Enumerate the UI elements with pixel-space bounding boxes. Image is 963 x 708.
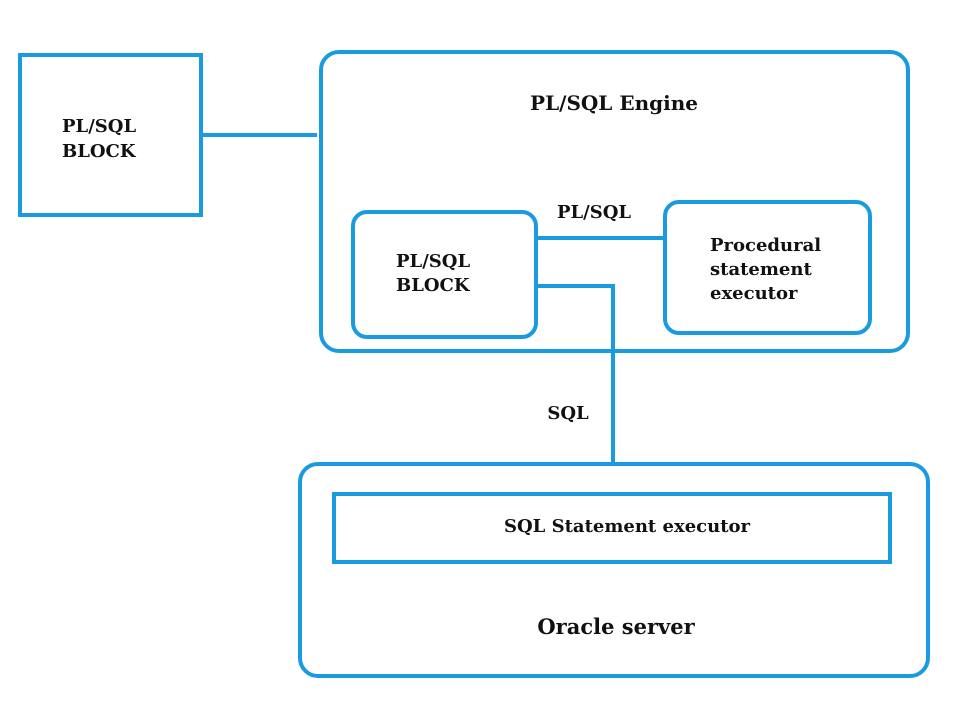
sql-statement-executor-box [332,492,892,564]
engine-title: PL/SQL Engine [530,91,698,115]
sql-connector-label: SQL [547,403,589,424]
procedural-executor-line2: statement [710,259,812,280]
sql-statement-executor-label: SQL Statement executor [504,516,751,537]
procedural-executor-line1: Procedural [710,235,821,256]
outer-block-line1: PL/SQL [62,116,136,137]
inner-block-line1: PL/SQL [396,251,470,272]
oracle-server: SQL Statement executor Oracle server [298,462,930,678]
procedural-executor-line3: executor [710,283,798,304]
connector-sql [536,284,615,463]
outer-plsql-block: PL/SQL BLOCK [18,53,203,217]
outer-block-line2: BLOCK [62,141,137,162]
plsql-engine: PL/SQL Engine PL/SQL BLOCK Procedural st… [319,50,910,353]
oracle-server-title: Oracle server [537,614,695,639]
inner-plsql-block-box [351,210,538,339]
inner-block-line2: BLOCK [396,275,471,296]
plsql-connector-label: PL/SQL [557,202,631,223]
procedural-executor-box [663,200,872,335]
oracle-server-box [298,462,930,678]
